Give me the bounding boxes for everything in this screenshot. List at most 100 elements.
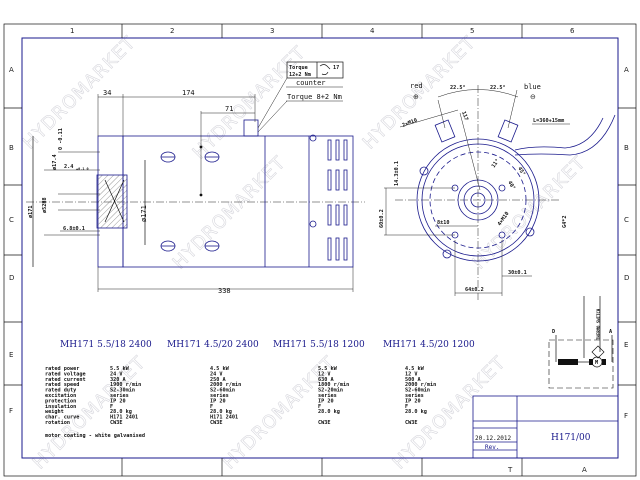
torque-value: 12+2 Nm	[289, 72, 311, 78]
dim-14-3: 14.3±0.1	[394, 161, 400, 186]
motor-label: M	[595, 360, 598, 366]
spec-value: CW3E	[405, 420, 418, 426]
spec-value: 24 V	[210, 371, 223, 377]
mounting-holes	[160, 151, 220, 252]
spec-value: 500 A	[405, 377, 421, 383]
spec-value: 28.0 kg	[210, 409, 232, 415]
spec-label: rated speed	[45, 382, 79, 388]
grid-row-b-right: B	[624, 144, 629, 152]
dim-flange: 34	[103, 89, 111, 97]
minus-icon: ⊖	[530, 93, 536, 101]
grid-row-f: F	[9, 407, 13, 415]
spec-value: series	[110, 393, 129, 399]
vent-slots	[309, 134, 348, 261]
spec-value: 12 V	[318, 371, 331, 377]
grid-bottom-a: A	[582, 466, 587, 474]
torque-label: Torque	[289, 65, 308, 71]
terminal-red	[434, 119, 456, 143]
model-titles: MH171 5.5/18 2400 MH171 4.5/20 2400 MH17…	[60, 340, 475, 350]
spec-value: F	[210, 404, 213, 410]
dim-overall-diameter: ø171	[28, 206, 34, 219]
dim-60: 60±0.2	[379, 209, 385, 228]
dim-overall-length: 338	[218, 287, 231, 295]
spec-value: F	[110, 404, 113, 410]
grid-row-a-right: A	[624, 66, 629, 74]
spec-value: H171 2401	[210, 415, 238, 421]
spec-value: 28.0 kg	[405, 409, 427, 415]
grid-row-d: D	[9, 274, 14, 282]
coating-note: motor coating - white galvanised	[45, 433, 145, 439]
angle-45: 45°	[516, 166, 526, 177]
angle-left: 22.5°	[450, 85, 466, 91]
spec-value: 4.5 kW	[405, 366, 425, 372]
thermo-switch-symbol	[591, 345, 605, 359]
spec-value: S2-30min	[110, 388, 135, 394]
dim-terminal-position: 174	[182, 89, 195, 97]
spec-value: 2000 r/min	[405, 382, 436, 388]
terminal-blue	[497, 119, 519, 143]
drawing-date: 20.12.2012	[475, 435, 512, 442]
dim-30: 30±0.1	[508, 270, 527, 276]
dim-shaft-diameter: ø17.4	[52, 154, 58, 170]
spec-value: 1900 r/min	[110, 382, 141, 388]
spec-value: CW3E	[318, 420, 331, 426]
grid-col-3: 3	[270, 27, 274, 35]
wrench-size: 17	[333, 65, 339, 71]
terminal-a: A	[609, 329, 613, 335]
watermark: HYDROMARKET	[169, 152, 290, 273]
spec-value: 1800 r/min	[318, 382, 349, 388]
spec-value: 630 A	[318, 377, 334, 383]
spec-label: protection	[45, 398, 76, 404]
counter-label: counter	[296, 79, 326, 87]
grid-col-1: 1	[70, 27, 74, 35]
terminal-stud	[243, 119, 259, 137]
spec-value: S2-20min	[318, 388, 343, 394]
terminal-d: D	[552, 329, 555, 335]
spec-value: 24 V	[110, 371, 123, 377]
drawing-frame: 1 2 3 4 5 6 A B C D E F A B C D E F T A	[3, 23, 637, 477]
model-title: MH171 5.5/18 1200	[273, 340, 365, 350]
spec-value: series	[405, 393, 424, 399]
wiring-schematic: M D A THERMO SWITCH	[548, 296, 614, 389]
dim-groove: 2.4	[64, 164, 73, 170]
dim-2xm10: 2×M10	[402, 117, 419, 128]
watermark: HYDROMARKET	[359, 32, 480, 153]
spec-value: F	[405, 404, 408, 410]
spec-label: rated duty	[45, 388, 76, 394]
dim-71: 71	[225, 105, 233, 113]
dim-g4: G4*2	[562, 216, 568, 229]
grid-col-2: 2	[170, 27, 174, 35]
cable-length: L=360+15mm	[533, 118, 564, 124]
spec-label: rotation	[45, 420, 70, 426]
spec-value: 28.0 kg	[110, 409, 132, 415]
grid-row-e: E	[9, 351, 13, 359]
spec-value: F	[318, 404, 321, 410]
spec-value: CW3E	[110, 420, 123, 426]
spec-value: 4.5 kW	[210, 366, 230, 372]
angle-11: 11°	[491, 158, 501, 169]
dim-8: 8±10	[437, 220, 450, 226]
spec-label: rated voltage	[45, 371, 86, 377]
grid-col-5: 5	[470, 27, 474, 35]
dim-64: 64±0.2	[465, 287, 484, 293]
grid-row-d-right: D	[624, 274, 629, 282]
grid-row-b: B	[9, 144, 14, 152]
spec-value: CW3E	[210, 420, 223, 426]
spec-label: rated power	[45, 366, 79, 372]
plus-icon: ⊕	[413, 93, 419, 101]
angle-40: 40°	[506, 180, 516, 191]
dim-body-diameter: ø171	[140, 205, 148, 222]
model-title: MH171 4.5/20 2400	[167, 340, 259, 350]
field-winding	[558, 359, 578, 365]
angle-right: 22.5°	[490, 85, 506, 91]
model-title: MH171 4.5/20 1200	[383, 340, 475, 350]
spec-label: char. curve	[45, 415, 79, 421]
spec-value: IP 20	[405, 398, 421, 404]
spec-value: 5.5 kW	[110, 366, 130, 372]
model-title: MH171 5.5/18 2400	[60, 340, 152, 350]
grid-row-c-right: C	[624, 216, 629, 224]
grid-col-6: 6	[570, 27, 575, 35]
grid-bottom-t: T	[507, 466, 513, 474]
spec-value: IP 20	[110, 398, 126, 404]
